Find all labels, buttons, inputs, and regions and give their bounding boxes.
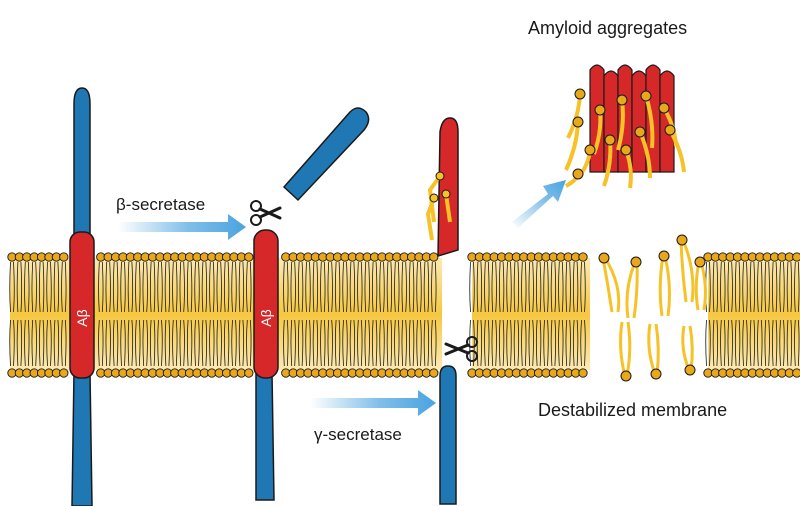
- lipid-bilayer: [8, 253, 800, 377]
- aggregate-lipid-head: [617, 95, 627, 105]
- amyloid-aggregate: [566, 65, 684, 188]
- lipid-head: [60, 369, 68, 377]
- aggregate-lipid-head: [659, 103, 669, 113]
- aggregate-lipid-head: [573, 169, 583, 179]
- lipid-head: [579, 369, 587, 377]
- amyloid-aggregates-label: Amyloid aggregates: [528, 18, 687, 38]
- loose-lipid-head: [677, 235, 687, 245]
- lipid-heads-bottom: [8, 369, 800, 377]
- lipid-head: [430, 369, 438, 377]
- membrane-core-middle: [472, 258, 590, 370]
- loose-lipid-tail: [621, 322, 630, 376]
- membrane-core-right: [708, 258, 800, 370]
- beta-secretase-arrow: [118, 214, 246, 240]
- aggregate-lipid-head: [573, 117, 583, 127]
- aggregate-lipid-head: [585, 145, 595, 155]
- loose-lipid-head: [695, 257, 705, 267]
- loose-lipid-tail: [681, 240, 693, 302]
- lipid-head: [245, 253, 253, 261]
- gamma-secretase-label: γ-secretase: [314, 425, 402, 444]
- destabilized-membrane-label: Destabilized membrane: [538, 400, 727, 420]
- lipid-head: [430, 253, 438, 261]
- loose-lipid-head: [685, 365, 695, 375]
- aggregate-lipid-head: [635, 127, 645, 137]
- lipid-head: [793, 369, 800, 377]
- beta-secretase-step: β-secretase: [116, 195, 280, 240]
- aggregate-lipid-head: [621, 145, 631, 155]
- c99-c-terminal: [256, 372, 274, 500]
- loose-lipid-head: [621, 371, 631, 381]
- loose-lipid-tail: [627, 262, 637, 318]
- app-protein-full: Aβ: [70, 88, 94, 506]
- aggregate-lipid-head: [665, 125, 675, 135]
- loose-lipid-head: [631, 257, 641, 267]
- lipid-head: [793, 253, 800, 261]
- loose-lipid-tail: [660, 256, 669, 316]
- loose-lipid-tail: [683, 326, 693, 370]
- lipid-head: [60, 253, 68, 261]
- loose-lipid-head: [599, 253, 609, 263]
- c99-fragment: Aβ: [254, 230, 278, 500]
- aggregate-lipid-head: [605, 135, 615, 145]
- aggregate-lipid-head: [575, 89, 585, 99]
- amyloid-fibril: [632, 71, 646, 172]
- app-n-terminal-domain: [74, 88, 90, 240]
- gamma-secretase-arrow: [310, 390, 436, 416]
- lipid-head: [579, 253, 587, 261]
- released-app-fragment: [284, 108, 369, 200]
- abeta-segment-2: [254, 230, 278, 378]
- aggregate-lipid-head: [595, 105, 605, 115]
- loose-lipid-tail: [603, 258, 619, 312]
- aggregate-lipid-head: [641, 91, 651, 101]
- loose-lipid-head: [651, 369, 661, 379]
- lipid-head: [245, 369, 253, 377]
- loose-lipid-tail: [649, 324, 659, 374]
- beta-secretase-label: β-secretase: [116, 195, 205, 214]
- app-c-terminal-domain: [72, 372, 92, 506]
- loose-lipid-tail: [696, 262, 705, 310]
- abeta-label-2: Aβ: [258, 309, 274, 326]
- aicd-stub: [440, 366, 456, 504]
- scissors-icon: [251, 201, 280, 225]
- loose-lipid-head: [659, 251, 669, 261]
- released-abeta: [428, 118, 458, 256]
- abeta-segment-1: [70, 232, 94, 378]
- abeta-label-1: Aβ: [74, 309, 90, 326]
- aggregation-arrow: [512, 180, 566, 228]
- destabilized-lipids: [599, 235, 705, 381]
